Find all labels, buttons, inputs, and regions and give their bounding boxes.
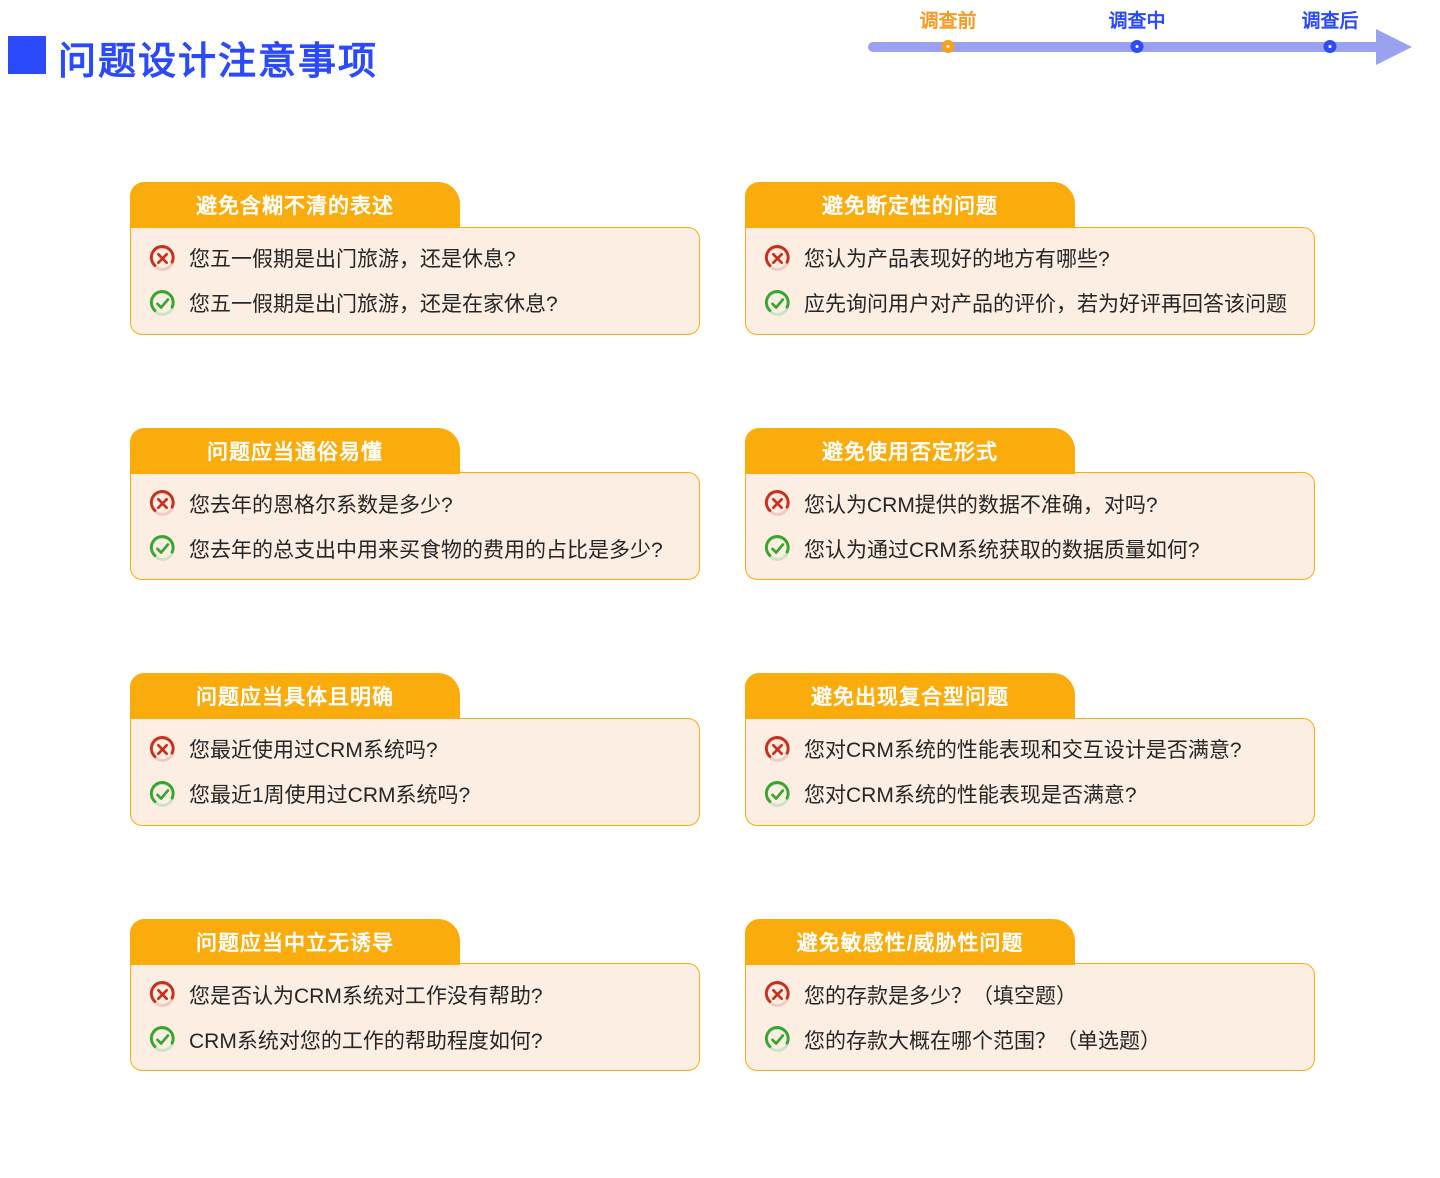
timeline-node-icon bbox=[941, 40, 955, 53]
card-body: 您认为产品表现好的地方有哪些? 应先询问用户对产品的评价，若为好评再回答该问题 bbox=[745, 226, 1315, 335]
good-example-text: 您对CRM系统的性能表现是否满意? bbox=[804, 784, 1137, 807]
card-body: 您去年的恩格尔系数是多少? 您去年的总支出中用来买食物的费用的占比是多少? bbox=[130, 472, 700, 580]
card-specific-clear: 问题应当具体且明确 您最近使用过CRM系统吗? bbox=[130, 673, 700, 826]
good-example-text: CRM系统对您的工作的帮助程度如何? bbox=[189, 1029, 543, 1053]
card-body: 您认为CRM提供的数据不准确，对吗? 您认为通过CRM系统获取的数据质量如何? bbox=[745, 472, 1315, 580]
bad-example-text: 您的存款是多少？（填空题） bbox=[804, 984, 1077, 1008]
good-example-text: 应先询问用户对产品的评价，若为好评再回答该问题 bbox=[804, 293, 1287, 316]
card-title: 避免含糊不清的表述 bbox=[196, 195, 394, 218]
bad-example-row: 您认为产品表现好的地方有哪些? bbox=[764, 243, 1294, 273]
good-example-row: 您的存款大概在哪个范围？（单选题） bbox=[764, 1025, 1294, 1055]
page-title: 问题设计注意事项 bbox=[58, 41, 379, 83]
timeline-stop-label: 调查后 bbox=[1301, 11, 1359, 32]
card-neutral-no-leading: 问题应当中立无诱导 您是否认为CRM系统对工作没有帮助? bbox=[130, 918, 700, 1071]
bad-example-row: 您是否认为CRM系统对工作没有帮助? bbox=[149, 980, 679, 1010]
card-title: 避免敏感性/威胁性问题 bbox=[796, 931, 1024, 955]
survey-phase-timeline: 调查前 调查中 调查后 bbox=[868, 6, 1420, 86]
bad-example-row: 您去年的恩格尔系数是多少? bbox=[149, 489, 679, 519]
card-title-tab: 问题应当通俗易懂 bbox=[130, 427, 460, 474]
card-avoid-negative: 避免使用否定形式 您认为CRM提供的数据不准确，对吗? bbox=[745, 427, 1315, 580]
good-example-text: 您认为通过CRM系统获取的数据质量如何? bbox=[804, 538, 1200, 562]
timeline-node-icon bbox=[1323, 40, 1337, 53]
timeline-line bbox=[868, 42, 1382, 52]
card-body: 您的存款是多少？（填空题） 您的存款大概在哪个范围？（单选题） bbox=[745, 963, 1315, 1071]
good-example-row: CRM系统对您的工作的帮助程度如何? bbox=[149, 1025, 679, 1055]
check-circle-icon bbox=[764, 780, 791, 808]
good-example-row: 您认为通过CRM系统获取的数据质量如何? bbox=[764, 534, 1294, 564]
timeline-stop-after-survey: 调查后 bbox=[1301, 6, 1359, 53]
bad-example-text: 您五一假期是出门旅游，还是休息? bbox=[189, 248, 516, 271]
cross-circle-icon bbox=[764, 490, 791, 517]
bad-example-row: 您认为CRM提供的数据不准确，对吗? bbox=[764, 489, 1294, 519]
card-avoid-compound: 避免出现复合型问题 您对CRM系统的性能表现和交互设计是否满意? bbox=[745, 673, 1315, 826]
card-title-tab: 避免使用否定形式 bbox=[745, 427, 1075, 474]
card-body: 您最近使用过CRM系统吗? 您最近1周使用过CRM系统吗? bbox=[130, 717, 700, 826]
check-circle-icon bbox=[149, 780, 176, 808]
card-title: 避免出现复合型问题 bbox=[811, 686, 1009, 709]
card-title-tab: 避免敏感性/威胁性问题 bbox=[745, 918, 1075, 965]
bad-example-text: 您是否认为CRM系统对工作没有帮助? bbox=[189, 984, 543, 1008]
bad-example-row: 您五一假期是出门旅游，还是休息? bbox=[149, 243, 679, 273]
card-avoid-ambiguous: 避免含糊不清的表述 您五一假期是出门旅游，还是休息? bbox=[130, 182, 700, 335]
card-title-tab: 避免断定性的问题 bbox=[745, 182, 1075, 228]
card-title: 避免断定性的问题 bbox=[822, 195, 998, 218]
cross-circle-icon bbox=[149, 244, 176, 272]
page-header: 问题设计注意事项 调查前 调查中 调查后 bbox=[0, 0, 1440, 100]
good-example-text: 您五一假期是出门旅游，还是在家休息? bbox=[189, 293, 558, 316]
card-title: 问题应当具体且明确 bbox=[196, 686, 394, 709]
good-example-row: 应先询问用户对产品的评价，若为好评再回答该问题 bbox=[764, 288, 1294, 318]
bad-example-text: 您认为产品表现好的地方有哪些? bbox=[804, 248, 1110, 271]
timeline-stop-label: 调查前 bbox=[919, 11, 977, 32]
card-body: 您对CRM系统的性能表现和交互设计是否满意? 您对CRM系统的性能表现是否满意? bbox=[745, 717, 1315, 826]
timeline-stop-label: 调查中 bbox=[1108, 11, 1166, 32]
check-circle-icon bbox=[764, 535, 791, 562]
bad-example-row: 您的存款是多少？（填空题） bbox=[764, 980, 1294, 1010]
timeline-arrowhead-icon bbox=[1376, 29, 1412, 65]
good-example-row: 您最近1周使用过CRM系统吗? bbox=[149, 779, 679, 809]
good-example-text: 您最近1周使用过CRM系统吗? bbox=[189, 784, 471, 807]
card-title-tab: 问题应当具体且明确 bbox=[130, 673, 460, 719]
cross-circle-icon bbox=[149, 490, 176, 517]
check-circle-icon bbox=[764, 1026, 791, 1053]
card-title: 问题应当中立无诱导 bbox=[196, 931, 394, 955]
cross-circle-icon bbox=[764, 981, 791, 1008]
card-avoid-conclusive: 避免断定性的问题 您认为产品表现好的地方有哪些? bbox=[745, 182, 1315, 335]
card-body: 您五一假期是出门旅游，还是休息? 您五一假期是出门旅游，还是在家休息? bbox=[130, 226, 700, 335]
check-circle-icon bbox=[149, 535, 176, 562]
card-avoid-sensitive: 避免敏感性/威胁性问题 您的存款是多少？（填空题） bbox=[745, 918, 1315, 1071]
bad-example-row: 您对CRM系统的性能表现和交互设计是否满意? bbox=[764, 734, 1294, 764]
bad-example-row: 您最近使用过CRM系统吗? bbox=[149, 734, 679, 764]
timeline-stop-before-survey: 调查前 bbox=[919, 6, 977, 53]
card-title: 避免使用否定形式 bbox=[822, 440, 998, 464]
good-example-text: 您的存款大概在哪个范围？（单选题） bbox=[804, 1029, 1161, 1053]
good-example-text: 您去年的总支出中用来买食物的费用的占比是多少? bbox=[189, 538, 663, 562]
timeline-node-icon bbox=[1130, 40, 1144, 53]
card-title: 问题应当通俗易懂 bbox=[207, 440, 383, 464]
check-circle-icon bbox=[149, 1026, 176, 1053]
card-title-tab: 问题应当中立无诱导 bbox=[130, 918, 460, 965]
title-accent-square bbox=[8, 36, 46, 74]
card-title-tab: 避免含糊不清的表述 bbox=[130, 182, 460, 228]
cross-circle-icon bbox=[764, 735, 791, 763]
guidelines-grid: 避免含糊不清的表述 您五一假期是出门旅游，还是休息? bbox=[0, 182, 1440, 1071]
timeline-stop-during-survey: 调查中 bbox=[1108, 6, 1166, 53]
good-example-row: 您五一假期是出门旅游，还是在家休息? bbox=[149, 288, 679, 318]
bad-example-text: 您对CRM系统的性能表现和交互设计是否满意? bbox=[804, 739, 1242, 762]
good-example-row: 您去年的总支出中用来买食物的费用的占比是多少? bbox=[149, 534, 679, 564]
good-example-row: 您对CRM系统的性能表现是否满意? bbox=[764, 779, 1294, 809]
card-body: 您是否认为CRM系统对工作没有帮助? CRM系统对您的工作的帮助程度如何? bbox=[130, 963, 700, 1071]
check-circle-icon bbox=[764, 289, 791, 317]
card-title-tab: 避免出现复合型问题 bbox=[745, 673, 1075, 719]
cross-circle-icon bbox=[764, 244, 791, 272]
bad-example-text: 您认为CRM提供的数据不准确，对吗? bbox=[804, 493, 1158, 517]
cross-circle-icon bbox=[149, 981, 176, 1008]
bad-example-text: 您最近使用过CRM系统吗? bbox=[189, 739, 438, 762]
card-plain-language: 问题应当通俗易懂 您去年的恩格尔系数是多少? bbox=[130, 427, 700, 580]
bad-example-text: 您去年的恩格尔系数是多少? bbox=[189, 493, 453, 517]
cross-circle-icon bbox=[149, 735, 176, 763]
check-circle-icon bbox=[149, 289, 176, 317]
